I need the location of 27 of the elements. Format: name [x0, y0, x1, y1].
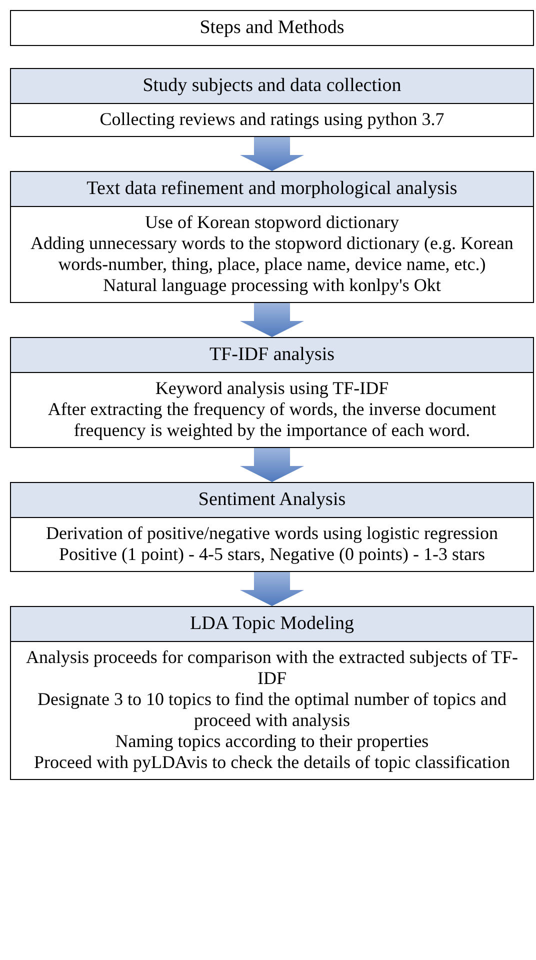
block-arrow [240, 572, 304, 606]
step-description: Analysis proceeds for comparison with the extracted subjects of TF-IDF [24, 647, 520, 689]
step-box [10, 171, 534, 303]
step-box [10, 606, 534, 780]
step-box [10, 68, 534, 137]
step-heading: LDA Topic Modeling [11, 607, 533, 642]
step-heading: Sentiment Analysis [11, 483, 533, 518]
step-description: Proceed with pyLDAvis to check the details of topic classification [34, 752, 510, 773]
step-description: After extracting the frequency of words, the inverse document frequency is weighted by the importance of each word. [46, 399, 498, 441]
block-arrow [240, 137, 304, 171]
block-arrow [240, 303, 304, 337]
step-description: Use of Korean stopword dictionary [145, 212, 399, 233]
step-description: Natural language processing with konlpy's Okt [103, 275, 441, 296]
step-heading: TF-IDF analysis [11, 338, 533, 373]
block-arrow [240, 448, 304, 482]
step-description: Naming topics according to their properties [115, 731, 429, 752]
step-description: Adding unnecessary words to the stopword dictionary (e.g. Korean words-number, thing, place, place name, device name, etc.) [30, 233, 514, 275]
step-box [10, 482, 534, 572]
title-box: Steps and Methods [10, 10, 534, 46]
step-description: Keyword analysis using TF-IDF [155, 378, 389, 399]
step-description: Derivation of positive/negative words using logistic regression [46, 523, 498, 544]
step-description: Positive (1 point) - 4-5 stars, Negative (0 points) - 1-3 stars [59, 544, 485, 565]
step-heading: Text data refinement and morphological analysis [11, 172, 533, 207]
step-box [10, 337, 534, 448]
step-description: Collecting reviews and ratings using python 3.7 [100, 109, 444, 130]
step-description: Designate 3 to 10 topics to find the optimal number of topics and proceed with analysis [36, 689, 508, 731]
step-heading: Study subjects and data collection [11, 69, 533, 104]
